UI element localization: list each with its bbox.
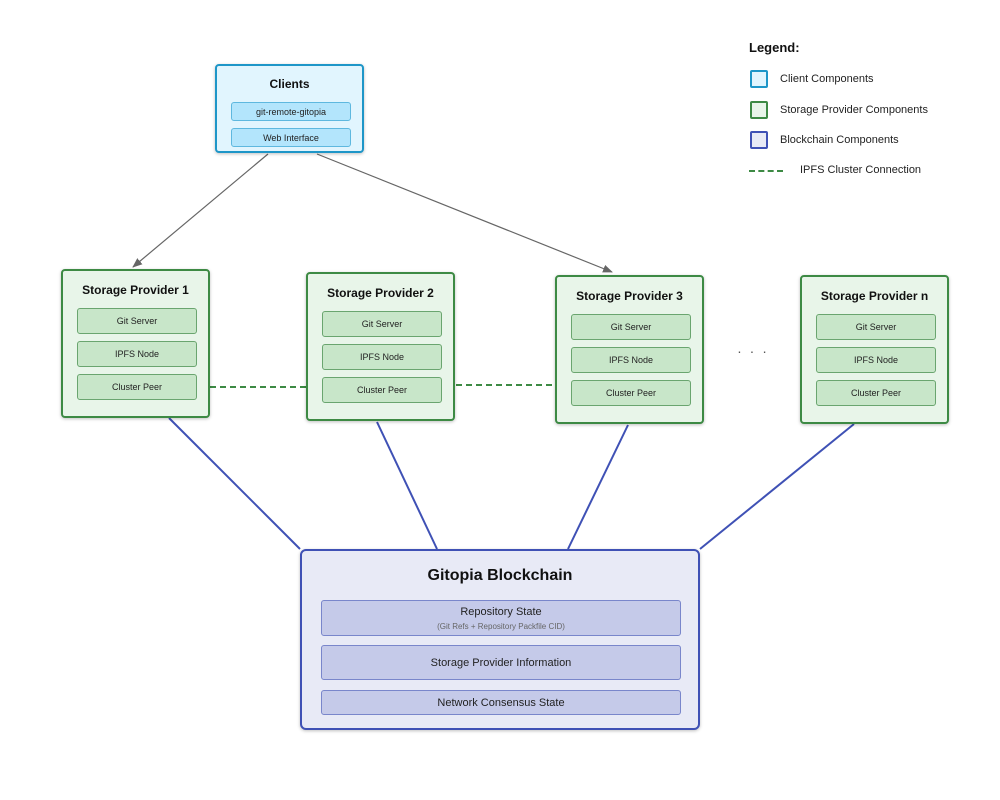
- blockchain-swatch: [750, 131, 768, 149]
- ipfs-node-item: IPFS Node: [816, 347, 936, 373]
- storage-provider-3-box: Storage Provider 3 Git Server IPFS Node …: [555, 275, 704, 424]
- legend-ipfs-row: IPFS Cluster Connection: [749, 161, 979, 181]
- cluster-peer-item: Cluster Peer: [571, 380, 691, 406]
- git-server-item: Git Server: [322, 311, 442, 337]
- clients-box: Clients git-remote-gitopia Web Interface: [215, 64, 364, 153]
- legend-storage-label: Storage Provider Components: [780, 104, 928, 116]
- legend-ipfs-label: IPFS Cluster Connection: [800, 164, 922, 176]
- cluster-peer-item: Cluster Peer: [322, 377, 442, 403]
- git-server-item: Git Server: [816, 314, 936, 340]
- ipfs-node-item: IPFS Node: [322, 344, 442, 370]
- git-server-item: Git Server: [77, 308, 197, 334]
- repository-state-item: Repository State (Git Refs + Repository …: [321, 600, 681, 636]
- storage-provider-1-box: Storage Provider 1 Git Server IPFS Node …: [61, 269, 210, 418]
- storage-provider-n-box: Storage Provider n Git Server IPFS Node …: [800, 275, 949, 424]
- storage-provider-information-item: Storage Provider Information: [321, 645, 681, 680]
- provider-2-to-blockchain-line: [376, 421, 438, 550]
- cluster-peer-item: Cluster Peer: [816, 380, 936, 406]
- storage-swatch: [750, 101, 768, 119]
- storage-provider-2-title: Storage Provider 2: [327, 286, 434, 300]
- cluster-peer-item: Cluster Peer: [77, 374, 197, 400]
- legend-title: Legend:: [749, 40, 800, 55]
- more-providers-ellipsis: · · ·: [737, 343, 769, 359]
- ipfs-dashed-line-swatch: [749, 170, 783, 172]
- storage-provider-3-title: Storage Provider 3: [576, 289, 683, 303]
- provider-3-to-blockchain-line: [567, 424, 629, 550]
- storage-provider-n-title: Storage Provider n: [820, 289, 929, 303]
- git-server-item: Git Server: [571, 314, 691, 340]
- storage-provider-1-title: Storage Provider 1: [82, 283, 189, 297]
- legend-client-label: Client Components: [780, 73, 874, 85]
- git-remote-gitopia-item: git-remote-gitopia: [231, 102, 351, 121]
- ipfs-node-item: IPFS Node: [77, 341, 197, 367]
- legend-blockchain-label: Blockchain Components: [780, 134, 899, 146]
- clients-title: Clients: [269, 77, 310, 91]
- legend: Legend: Client Components Storage Provid…: [749, 40, 979, 190]
- legend-client-row: Client Components: [749, 70, 979, 90]
- storage-provider-2-box: Storage Provider 2 Git Server IPFS Node …: [306, 272, 455, 421]
- provider-n-to-blockchain-line: [699, 423, 855, 550]
- ipfs-node-item: IPFS Node: [571, 347, 691, 373]
- web-interface-item: Web Interface: [231, 128, 351, 147]
- client-swatch: [750, 70, 768, 88]
- legend-blockchain-row: Blockchain Components: [749, 131, 979, 151]
- client-to-provider-1-arrow: [132, 153, 269, 268]
- gitopia-blockchain-box: Gitopia Blockchain Repository State (Git…: [300, 549, 700, 730]
- repository-state-subtitle: (Git Refs + Repository Packfile CID): [437, 622, 565, 631]
- provider-1-to-blockchain-line: [168, 417, 301, 550]
- network-consensus-state-item: Network Consensus State: [321, 690, 681, 715]
- blockchain-title: Gitopia Blockchain: [427, 567, 573, 584]
- client-to-provider-3-arrow: [316, 153, 613, 273]
- legend-storage-row: Storage Provider Components: [749, 101, 979, 121]
- repository-state-label: Repository State: [460, 606, 542, 618]
